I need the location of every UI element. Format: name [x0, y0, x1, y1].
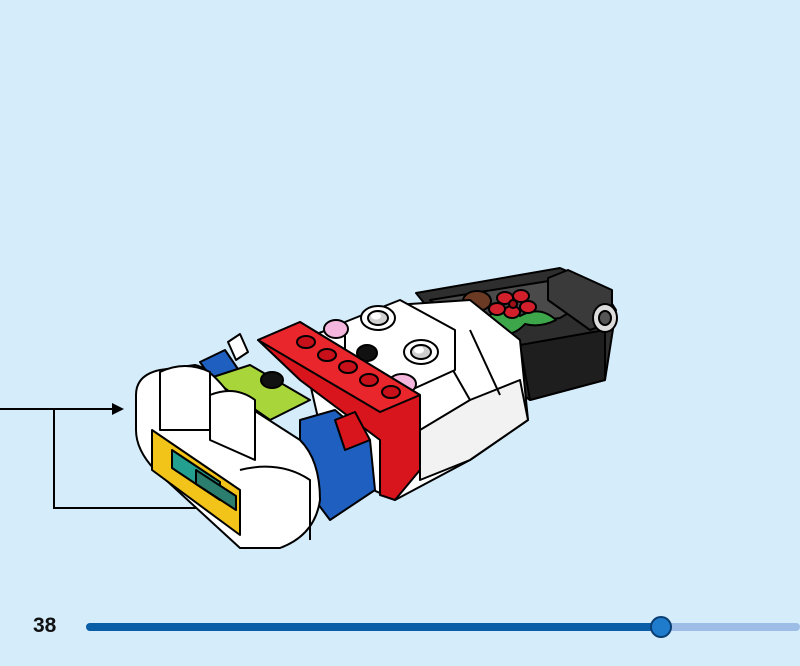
green-block-stud	[260, 371, 284, 389]
progress-bar[interactable]	[86, 616, 800, 638]
arrow-lower	[53, 409, 230, 514]
eye-left	[360, 305, 396, 331]
callout-arrows	[0, 403, 230, 514]
eye-right	[403, 339, 439, 365]
progress-bar-fill	[86, 623, 661, 631]
clip-piece	[227, 333, 249, 361]
progress-bar-knob[interactable]	[649, 616, 672, 638]
lego-model	[135, 267, 618, 549]
red-studs	[296, 335, 401, 399]
pink-stud-top	[323, 319, 349, 339]
black-stud	[356, 344, 378, 362]
page-number: 38	[33, 614, 57, 637]
